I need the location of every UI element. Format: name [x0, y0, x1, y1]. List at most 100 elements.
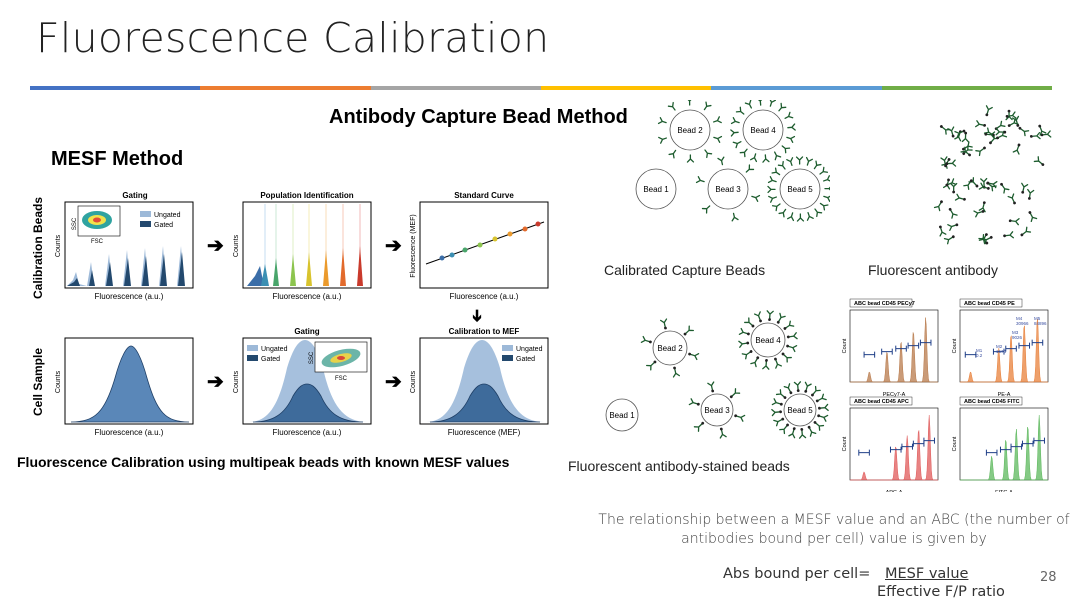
- abc-ylabel: Count: [952, 436, 958, 451]
- antibody-icon: [732, 141, 742, 149]
- antibody-icon: [813, 421, 825, 431]
- svg-text:SSC: SSC: [72, 217, 78, 230]
- svg-text:Gated: Gated: [154, 222, 173, 229]
- antibody-icon: [1005, 109, 1013, 121]
- antibody-icon: [774, 151, 782, 161]
- antibody-icon: [659, 318, 668, 330]
- pe-marker-value: 84896: [1034, 321, 1047, 326]
- antibody-icon: [948, 207, 958, 219]
- antibody-icon: [786, 332, 798, 340]
- antibody-icon: [963, 179, 973, 190]
- antibody-icon: [933, 200, 943, 212]
- antibody-icon: [683, 325, 694, 336]
- antibody-icon: [767, 176, 777, 184]
- antibody-icon: [668, 149, 677, 159]
- antibody-icon: [778, 102, 787, 112]
- antibody-icon: [1020, 226, 1032, 237]
- antibody-icon: [978, 201, 986, 213]
- svg-text:Counts: Counts: [410, 370, 417, 393]
- svg-text:Bead 2: Bead 2: [677, 126, 703, 135]
- antibody-icon: [945, 159, 957, 167]
- antibody-icon: [667, 101, 676, 111]
- antibody-icon: [1021, 182, 1029, 194]
- antibody-icon: [786, 135, 796, 143]
- antibody-icon: [695, 176, 705, 184]
- antibody-icon: [731, 212, 739, 222]
- svg-text:Gating: Gating: [122, 191, 147, 200]
- antibody-icon: [646, 360, 657, 371]
- formula-denominator: Effective F/P ratio: [877, 584, 1005, 600]
- relationship-line2: antibodies bound per cell) value is give…: [681, 531, 987, 547]
- capture-beads-caption: Calibrated Capture Beads: [604, 262, 766, 278]
- antibody-icon: [954, 129, 966, 138]
- antibody-icon: [775, 389, 787, 399]
- antibody-icon: [960, 146, 971, 157]
- svg-text:Fluorescence (a.u.): Fluorescence (a.u.): [95, 428, 164, 437]
- svg-text:Gated: Gated: [261, 356, 280, 363]
- bead-4-stained: Bead 4: [738, 310, 798, 370]
- rule-segment: [540, 86, 712, 90]
- antibody-icon: [713, 116, 722, 124]
- svg-text:Bead 1: Bead 1: [609, 411, 635, 420]
- antibody-icon: [767, 185, 776, 194]
- abc-histogram-peaks: [960, 319, 1048, 383]
- bead-5-stained: Bead 5: [771, 381, 829, 439]
- antibody-icon: [745, 164, 755, 173]
- antibody-icon: [940, 156, 948, 168]
- mesf-caption: Fluorescence Calibration using multipeak…: [17, 454, 510, 470]
- panel-population-id: Population Identification Counts Fluores…: [233, 191, 372, 301]
- svg-text:Calibration to MEF: Calibration to MEF: [449, 327, 520, 336]
- antibody-icon: [771, 167, 781, 176]
- abc-histogram-title: ABC bead CD45 APC: [854, 399, 909, 405]
- svg-text:Fluorescence (a.u.): Fluorescence (a.u.): [95, 292, 164, 301]
- antibody-icon: [750, 356, 760, 368]
- antibody-icon: [734, 414, 746, 422]
- antibody-icon: [781, 352, 792, 363]
- antibody-icon: [1018, 126, 1030, 137]
- svg-text:➔: ➔: [207, 371, 224, 393]
- pe-marker-label: M4: [1016, 316, 1023, 321]
- antibody-icon: [978, 182, 990, 190]
- svg-text:Counts: Counts: [233, 234, 240, 257]
- antibody-icon: [657, 117, 667, 125]
- abc-xlabel: APC-A: [886, 490, 903, 492]
- acb-heading: Antibody Capture Bead Method: [329, 106, 628, 128]
- antibody-icon: [1011, 115, 1020, 127]
- antibody-icon: [777, 160, 786, 170]
- antibody-icon: [973, 210, 985, 218]
- antibody-icon: [750, 153, 758, 163]
- fluor-antibody-caption: Fluorescent antibody: [868, 262, 998, 278]
- mesf-heading: MESF Method: [51, 148, 184, 170]
- antibody-icon: [729, 388, 741, 399]
- svg-text:Ungated: Ungated: [516, 346, 543, 353]
- antibody-icon: [793, 381, 802, 392]
- svg-text:FSC: FSC: [91, 239, 104, 245]
- antibody-icon: [756, 100, 764, 106]
- svg-text:Fluorescence (a.u.): Fluorescence (a.u.): [273, 428, 342, 437]
- antibody-icon: [704, 149, 713, 159]
- bead-5-capture: Bead 5: [767, 156, 830, 222]
- antibody-icon: [975, 146, 986, 157]
- antibody-icon: [824, 184, 830, 193]
- svg-text:Ungated: Ungated: [261, 346, 288, 353]
- relationship-text: The relationship between a MESF value an…: [560, 511, 1080, 549]
- antibody-icon: [995, 128, 1007, 136]
- bead-4-capture: Bead 4: [730, 100, 796, 163]
- row-label-cell: Cell Sample: [31, 348, 45, 416]
- svg-text:SSC: SSC: [309, 351, 315, 364]
- bead-1-capture: Bead 1: [635, 168, 677, 210]
- antibody-icon: [778, 208, 787, 218]
- svg-text:FSC: FSC: [335, 376, 348, 382]
- panel-standard-curve: Standard Curve Fluorescence (MEF) Fluore…: [410, 191, 549, 301]
- antibody-icon: [786, 344, 798, 353]
- antibody-icon: [947, 223, 959, 232]
- bead-2-stained: Bead 2: [640, 318, 700, 378]
- antibody-icon: [753, 311, 762, 323]
- antibody-icon: [768, 100, 776, 107]
- svg-text:Bead 3: Bead 3: [704, 406, 730, 415]
- antibody-icon: [1028, 211, 1038, 223]
- antibody-icon: [688, 352, 700, 361]
- antibody-icon: [788, 427, 796, 439]
